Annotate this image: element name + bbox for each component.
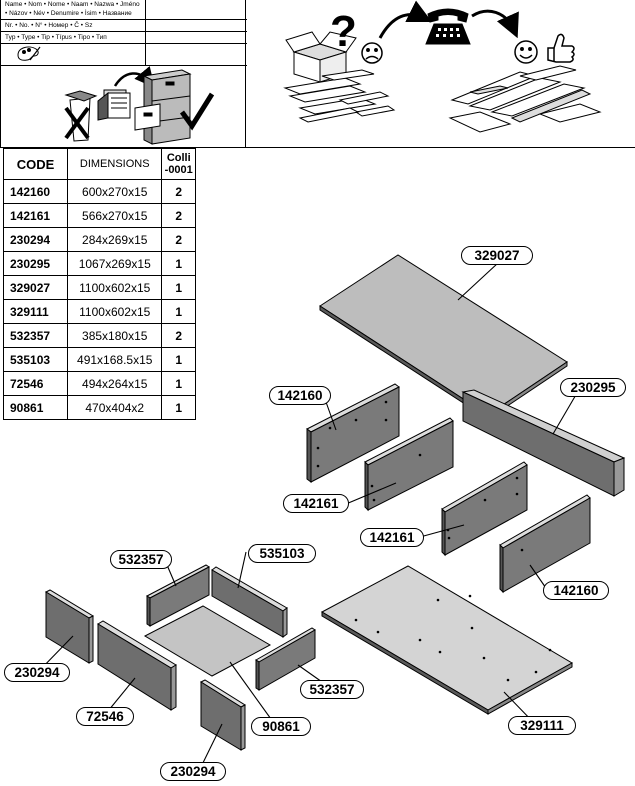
panel-142161-right [441,461,528,557]
label-535103: 535103 [248,544,316,563]
sorted-panels-icon [448,65,602,133]
part-code: 329111 [3,299,68,324]
header-info-box: Name • Nom • Nome • Naam • Nazwa • Jméno… [0,0,247,148]
divider [1,31,247,32]
label-532357: 532357 [110,550,172,569]
happy-face-icon [514,40,538,64]
panel-72546 [97,620,177,711]
panel-329111 [320,565,574,715]
part-quantity: 2 [161,203,196,228]
label-90861: 90861 [251,717,311,736]
part-code: 72546 [3,371,68,396]
part-dimensions: 470x404x2 [66,395,163,420]
label-329111: 329111 [508,716,576,735]
part-dimensions: 1100x602x15 [66,299,163,324]
label-142160: 142160 [269,386,331,405]
label-142161: 142161 [360,528,424,547]
cross-icon [64,90,98,142]
checkmark-icon [179,92,215,131]
part-dimensions: 566x270x15 [66,203,163,228]
arrow-icon [471,9,519,39]
part-code: 329027 [3,275,68,300]
question-mark-icon: ? [330,7,357,56]
label-142160: 142160 [543,581,609,600]
color-palette-icon [17,46,41,61]
divider [1,65,247,66]
part-dimensions: 385x180x15 [66,323,163,348]
label-230294: 230294 [4,663,70,682]
panel-535103 [211,566,288,638]
label-329027: 329027 [461,246,533,265]
part-quantity: 1 [161,395,196,420]
panel-329027 [319,254,568,420]
dowel-holes [316,400,552,682]
divider [1,19,247,20]
header-name-row-1: Name • Nom • Nome • Naam • Nazwa • Jméno [5,1,140,8]
header-number-row: Nr. • No. • N° • Номер • Č • Sz [5,22,93,29]
label-72546: 72546 [76,707,134,726]
part-dimensions: 494x264x15 [66,371,163,396]
documents-icon [97,89,131,121]
part-code: 532357 [3,323,68,348]
column-header-colli: Colli-0001 [161,148,196,180]
part-dimensions: 284x269x15 [66,227,163,252]
panel-90861 [143,605,272,677]
phone-icon [425,8,471,45]
part-dimensions: 1100x602x15 [66,275,163,300]
panel-142160-right [499,494,591,594]
thumbs-up-icon [547,33,575,63]
label-142161: 142161 [283,494,349,513]
part-quantity: 2 [161,323,196,348]
table-header-row: CODE DIMENSIONS Colli-0001 [3,148,196,180]
label-230294: 230294 [160,762,226,781]
divider [1,43,247,44]
open-box-icon [283,31,396,123]
sad-face-icon [361,42,383,64]
divider [145,0,146,65]
panel-230294-left [44,589,95,664]
panel-532357-front [255,627,316,691]
part-quantity: 1 [161,371,196,396]
part-code: 230294 [3,227,68,252]
part-dimensions: 1067x269x15 [66,251,163,276]
label-532357: 532357 [300,680,364,699]
panel-532357-back [146,564,210,627]
part-quantity: 2 [161,227,196,252]
header-type-row: Typ • Type • Tip • Típus • Tipo • Тип [5,34,107,41]
panel-230295 [461,389,626,497]
header-name-row-2: • Názov • Név • Denumire • İsim • Назван… [5,10,132,17]
column-header-dimensions: DIMENSIONS [66,148,163,180]
column-header-code: CODE [3,148,68,180]
part-quantity: 1 [161,299,196,324]
label-230295: 230295 [560,378,626,397]
panel-142160-left [306,383,400,483]
header-frame: Name • Nom • Nome • Naam • Nazwa • Jméno… [0,0,635,148]
panel-142161-left [364,417,454,512]
panel-230294-front [199,679,247,751]
filing-cabinet-icon [134,69,192,145]
arrow-icon [378,0,433,39]
